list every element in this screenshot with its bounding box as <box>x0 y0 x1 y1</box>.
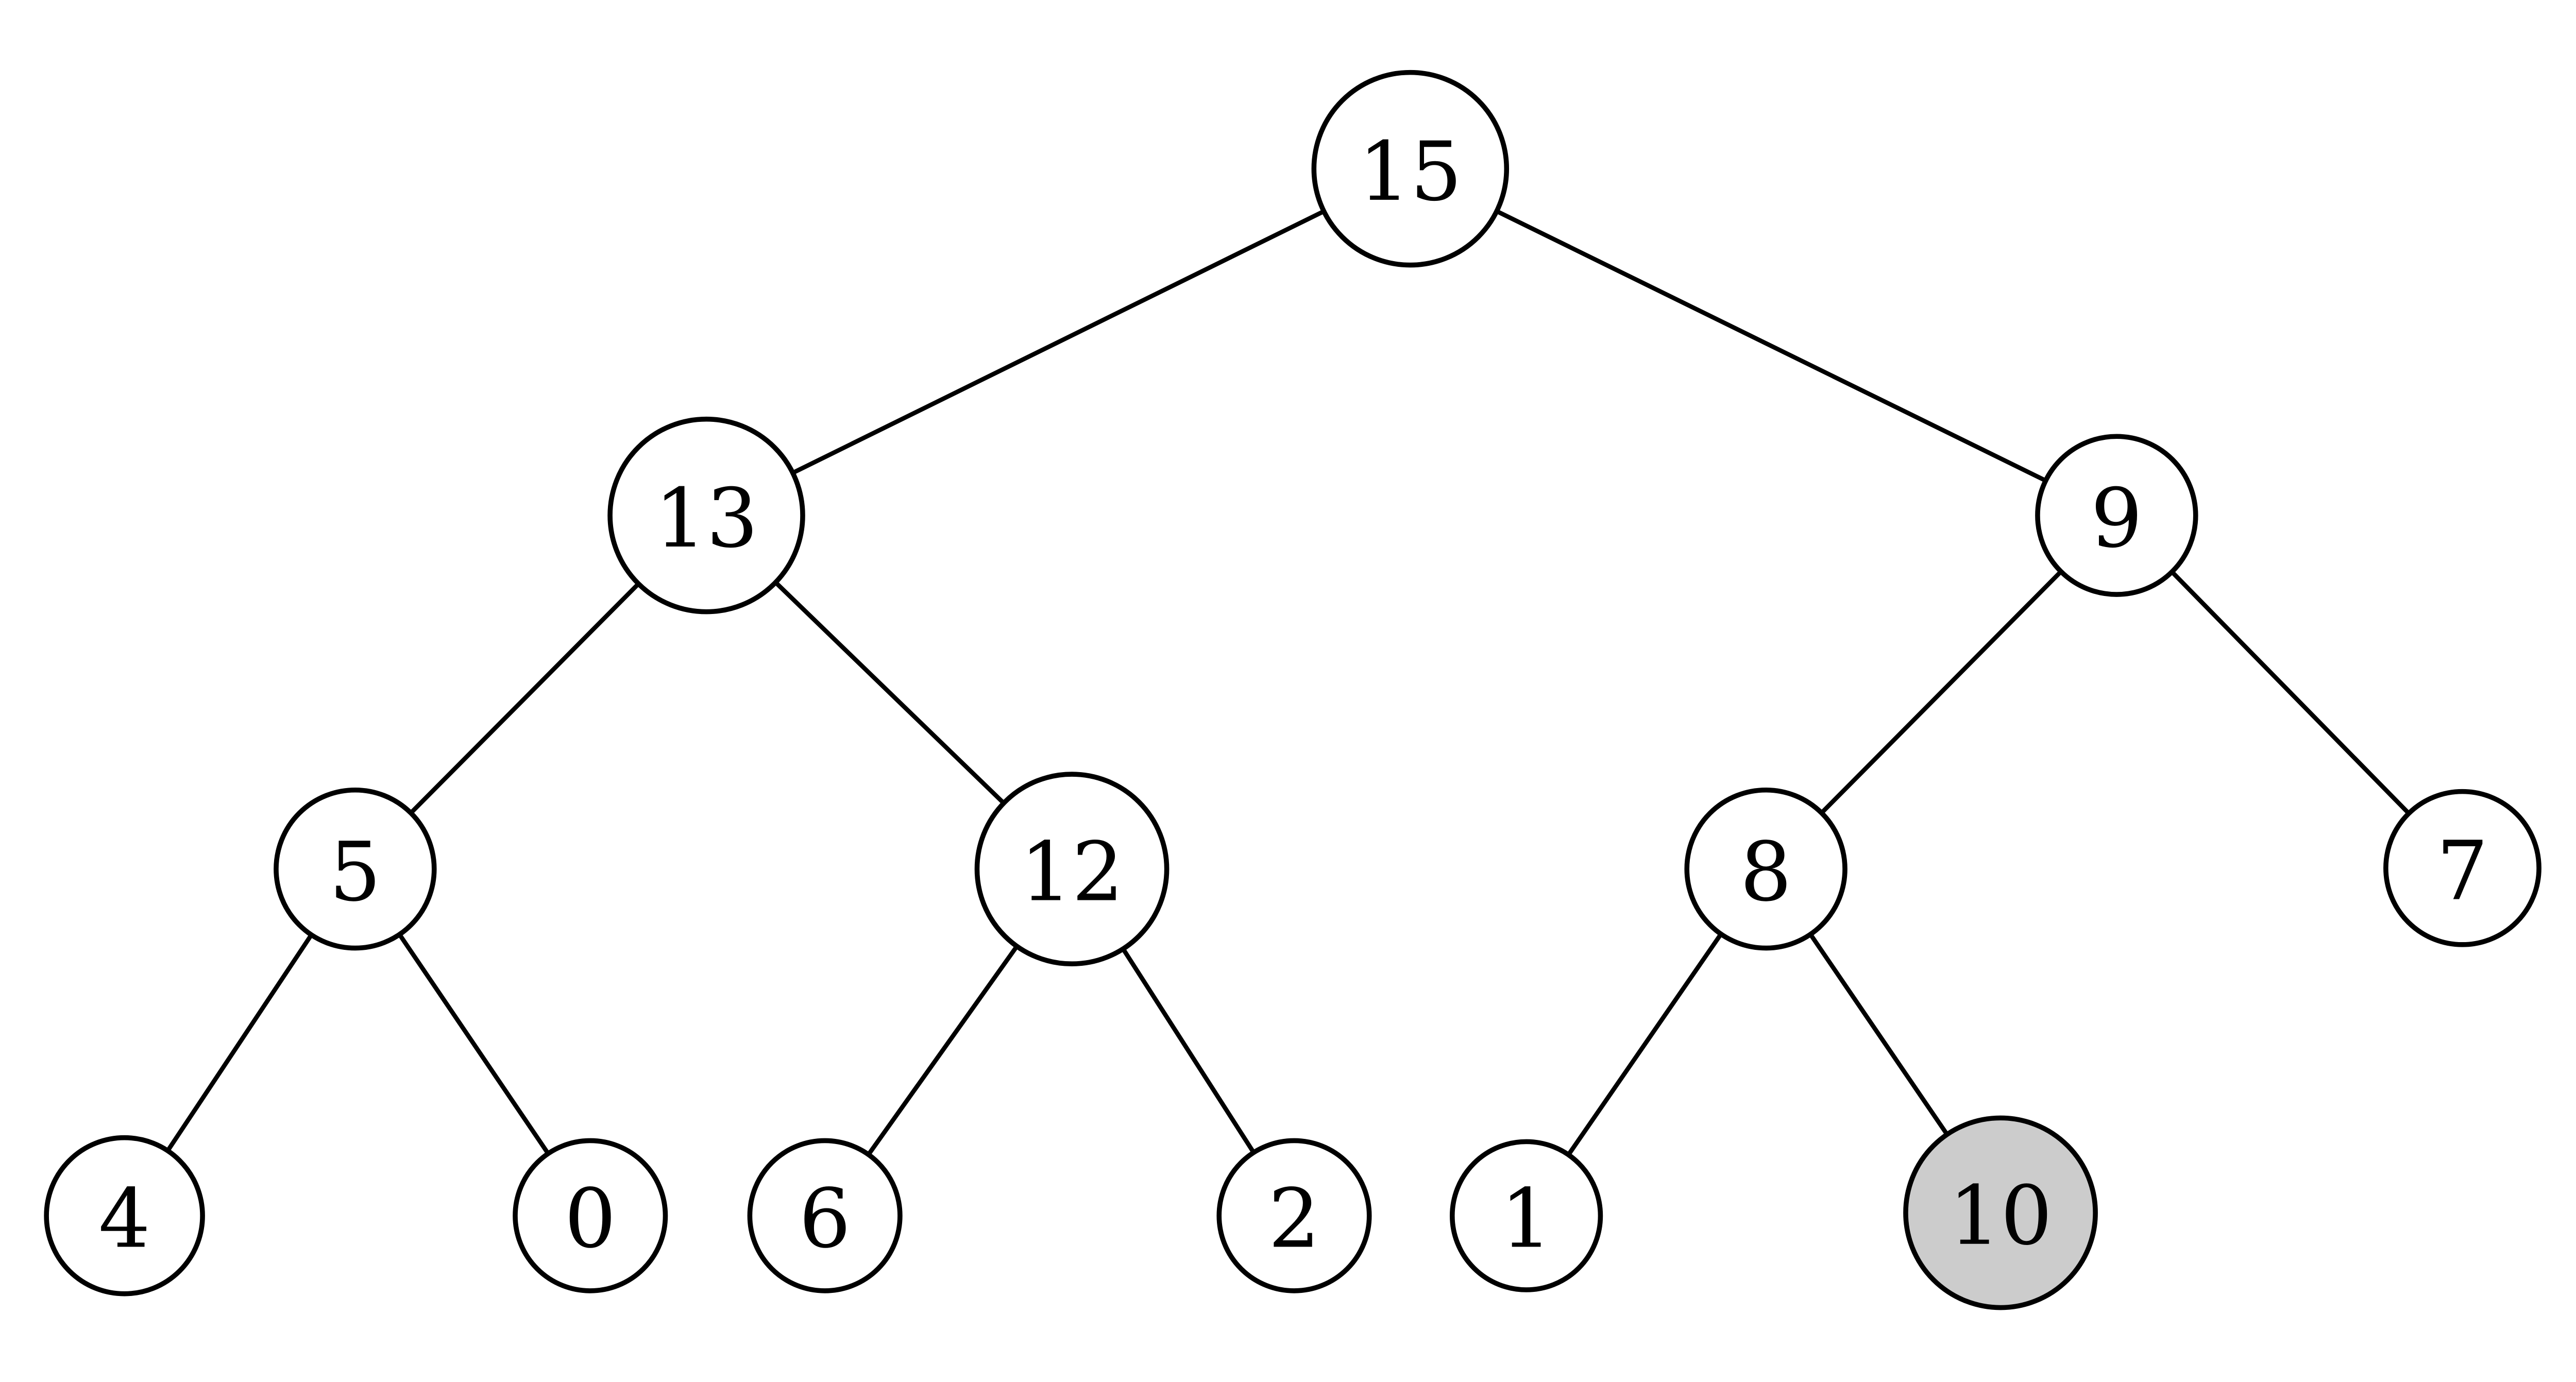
tree-nodes-layer: 15 13 9 5 12 8 7 4 0 6 2 1 10 <box>44 70 2541 1310</box>
node-label-12: 12 <box>1020 825 1124 919</box>
node-label-8: 8 <box>1740 825 1792 919</box>
node-circle-6 <box>747 1138 903 1293</box>
node-label-1: 1 <box>1500 1172 1552 1267</box>
node-label-7: 7 <box>2436 824 2488 919</box>
tree-node-10: 10 <box>1903 1115 2098 1310</box>
node-label-5: 5 <box>329 825 381 919</box>
node-circle-8 <box>1684 787 1848 951</box>
tree-node-5: 5 <box>274 787 437 951</box>
tree-edges-layer <box>122 166 2465 1218</box>
node-circle-2 <box>1216 1138 1372 1293</box>
node-circle-5 <box>274 787 437 951</box>
tree-node-15: 15 <box>1311 70 1510 268</box>
node-label-4: 4 <box>98 1172 150 1267</box>
tree-node-7: 7 <box>2383 789 2541 947</box>
node-circle-7 <box>2383 789 2541 947</box>
tree-node-8: 8 <box>1684 787 1848 951</box>
node-circle-10-highlighted <box>1903 1115 2098 1310</box>
node-circle-0 <box>513 1138 668 1293</box>
node-label-9: 9 <box>2091 471 2143 566</box>
node-label-0: 0 <box>564 1172 616 1267</box>
tree-edge-9-7 <box>2114 513 2465 871</box>
tree-edge-15-9 <box>1408 166 2119 518</box>
node-circle-4 <box>44 1135 205 1296</box>
node-label-10: 10 <box>1948 1169 2052 1264</box>
tree-node-6: 6 <box>747 1138 903 1293</box>
tree-node-1: 1 <box>1449 1139 1603 1292</box>
node-circle-1 <box>1449 1139 1603 1292</box>
tree-node-0: 0 <box>513 1138 668 1293</box>
node-circle-12 <box>974 772 1170 967</box>
tree-node-12: 12 <box>974 772 1170 967</box>
tree-edge-9-8 <box>1764 513 2119 872</box>
tree-node-13: 13 <box>607 416 805 615</box>
node-circle-15 <box>1311 70 1510 268</box>
node-label-6: 6 <box>799 1172 851 1267</box>
node-label-15: 15 <box>1359 125 1462 219</box>
node-label-13: 13 <box>654 471 758 566</box>
tree-node-2: 2 <box>1216 1138 1372 1293</box>
node-circle-13 <box>607 416 805 615</box>
node-label-2: 2 <box>1268 1172 1320 1267</box>
tree-edge-15-13 <box>704 166 1413 518</box>
tree-node-9: 9 <box>2035 434 2198 597</box>
tree-node-4: 4 <box>44 1135 205 1296</box>
node-circle-9 <box>2035 434 2198 597</box>
